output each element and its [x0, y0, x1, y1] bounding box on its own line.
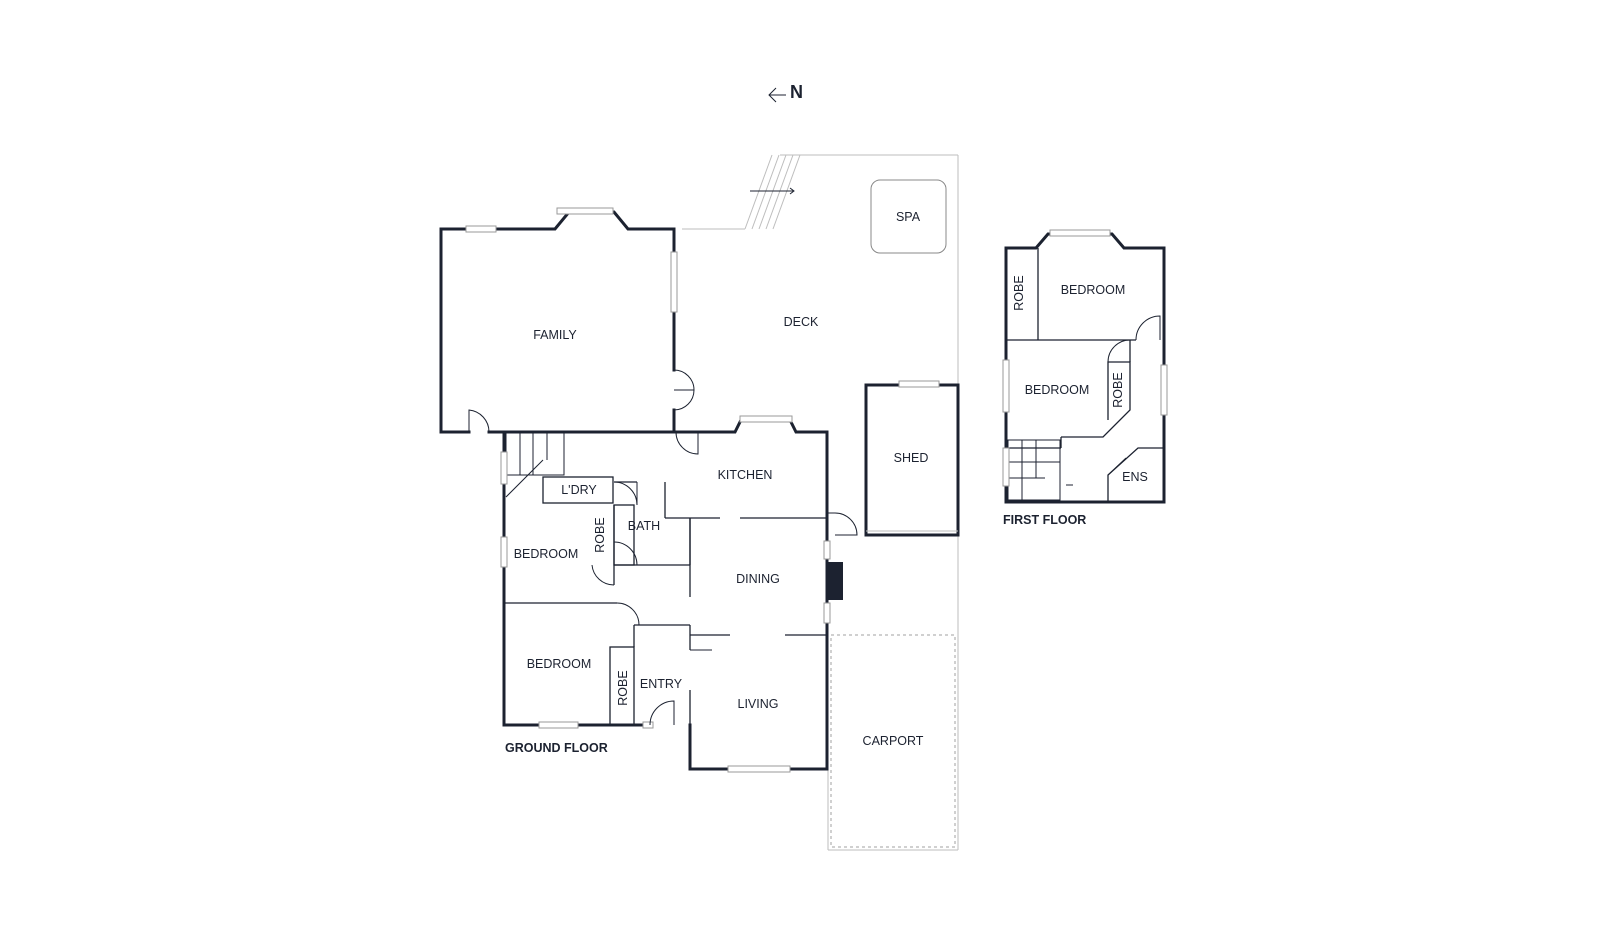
room-label-bedroom-2: BEDROOM: [527, 657, 592, 671]
room-label-carport: CARPORT: [863, 734, 924, 748]
room-label-deck: DECK: [784, 315, 819, 329]
room-label-shed: SHED: [894, 451, 929, 465]
ground-windows: [465, 207, 940, 773]
ff-room-label-ensuite: ENS: [1122, 470, 1148, 484]
ground-labels: FAMILY DECK SPA KITCHEN L'DRY BATH ROBE …: [505, 210, 928, 755]
carport-outline: [830, 634, 956, 848]
room-label-robe-1: ROBE: [593, 517, 607, 552]
ff-room-label-robe-1: ROBE: [1012, 275, 1026, 310]
room-label-family: FAMILY: [533, 328, 577, 342]
deck-steps: [744, 154, 801, 230]
first-floor-plan: ROBE BEDROOM BEDROOM ROBE ENS FIRST FLOO…: [1002, 229, 1168, 527]
room-label-entry: ENTRY: [640, 677, 683, 691]
north-label: N: [790, 82, 803, 102]
family-walls: [439, 210, 676, 434]
first-floor-labels: ROBE BEDROOM BEDROOM ROBE ENS FIRST FLOO…: [1003, 275, 1148, 527]
ff-room-label-bedroom-1: BEDROOM: [1061, 283, 1126, 297]
room-label-robe-2: ROBE: [616, 670, 630, 705]
ground-doors: [468, 369, 858, 726]
house-walls: [502, 418, 829, 771]
fireplace: [827, 562, 843, 600]
first-floor-doors: [1066, 315, 1161, 486]
first-floor-walls: [1004, 232, 1166, 504]
ground-floor-plan: FAMILY DECK SPA KITCHEN L'DRY BATH ROBE …: [439, 154, 960, 851]
ff-room-label-bedroom-2: BEDROOM: [1025, 383, 1090, 397]
room-label-bedroom-1: BEDROOM: [514, 547, 579, 561]
first-floor-title: FIRST FLOOR: [1003, 513, 1086, 527]
room-label-laundry: L'DRY: [561, 483, 597, 497]
first-floor-windows: [1002, 229, 1168, 487]
room-label-bath: BATH: [628, 519, 660, 533]
room-label-kitchen: KITCHEN: [718, 468, 773, 482]
north-arrow-head-icon: [768, 87, 777, 103]
room-label-dining: DINING: [736, 572, 780, 586]
room-label-living: LIVING: [738, 697, 779, 711]
spa-outline: [870, 179, 947, 254]
ground-floor-title: GROUND FLOOR: [505, 741, 608, 755]
ff-room-label-robe-2: ROBE: [1111, 372, 1125, 407]
north-arrow: N: [768, 82, 803, 103]
room-label-spa: SPA: [896, 210, 921, 224]
